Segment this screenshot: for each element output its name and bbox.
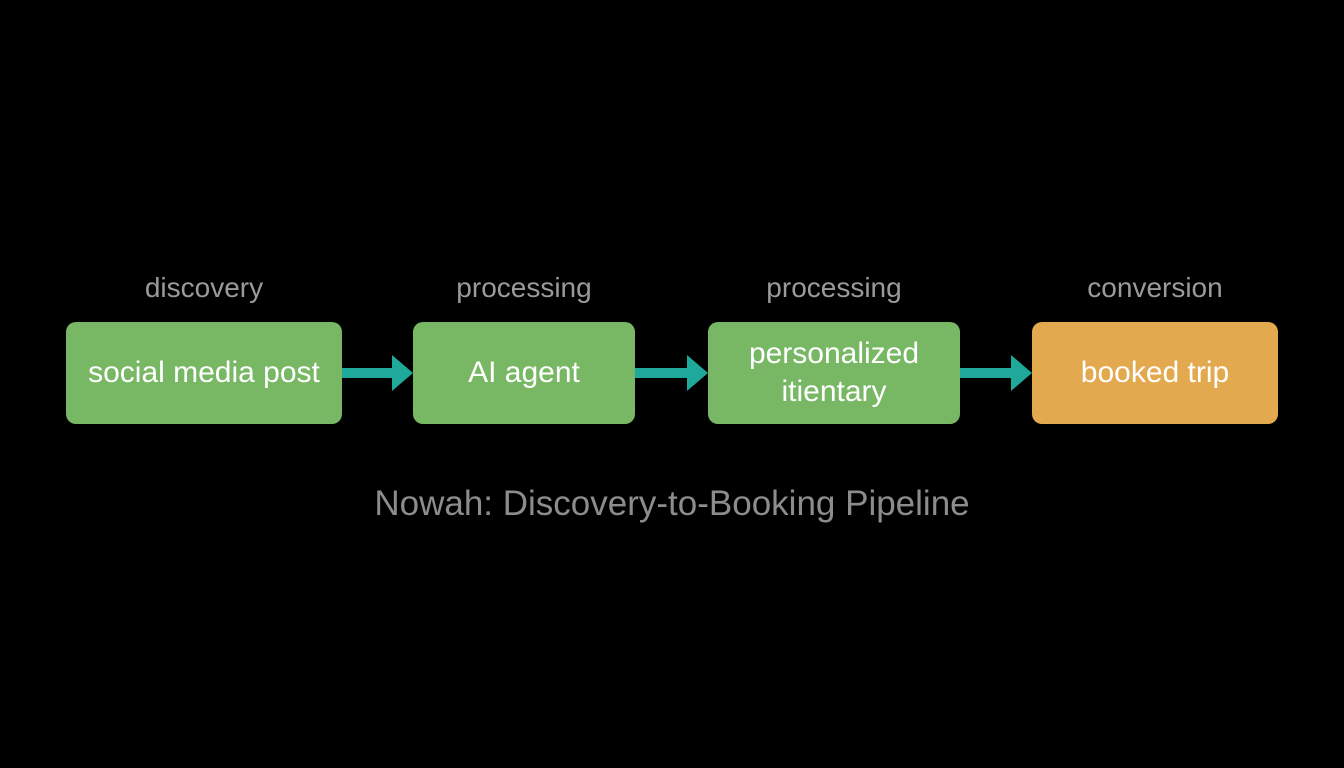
node-label: personalized itientary (748, 337, 920, 408)
arrow-icon (635, 355, 708, 391)
node-label: social media post (88, 356, 320, 389)
node-booked-trip: booked trip (1032, 322, 1278, 424)
stage-label-conversion: conversion (1087, 272, 1223, 303)
stage-label-discovery: discovery (144, 272, 264, 303)
node-ai-agent: AI agent (413, 322, 635, 424)
node-label: booked trip (1080, 356, 1230, 389)
stage-label-processing-1: processing (456, 272, 592, 303)
arrow-icon (960, 355, 1032, 391)
node-social-media-post: social media post (66, 322, 342, 424)
node-label: AI agent (468, 356, 580, 389)
arrow-icon (342, 355, 413, 391)
node-personalized-itinerary: personalized itientary (708, 322, 960, 424)
diagram-caption: Nowah: Discovery-to-Booking Pipeline (374, 484, 970, 523)
stage-label-processing-2: processing (766, 272, 902, 303)
